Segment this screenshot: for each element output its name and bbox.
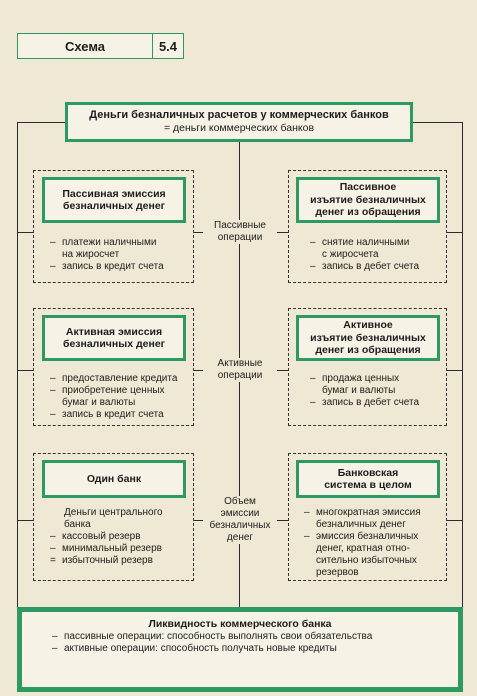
liquidity-box: Ликвидность коммерческого банка пассивны…: [17, 607, 463, 692]
right-vertical-line: [462, 122, 464, 608]
side-connector: [17, 520, 33, 522]
side-connector: [17, 370, 33, 372]
active-emission-heading-box: Активная эмиссия безналичных денег: [42, 315, 186, 361]
left-vertical-line: [17, 122, 19, 608]
top-connector-horizontal: [17, 122, 65, 124]
active-emission-list: предоставление кредита приобретение ценн…: [50, 373, 177, 421]
main-title: Деньги безналичных расчетов у коммерческ…: [89, 109, 389, 121]
list-item: избыточный резерв: [50, 555, 163, 567]
list-item: запись в кредит счета: [50, 409, 177, 421]
scheme-label: Схема 5.4: [17, 33, 184, 59]
side-connector: [447, 370, 463, 372]
list-item: кассовый резерв: [50, 531, 163, 543]
liquidity-item: активные операции: способность получать …: [52, 643, 428, 655]
list-item: запись в кредит счета: [50, 261, 164, 273]
list-item: запись в дебет счета: [310, 397, 419, 409]
scheme-number: 5.4: [158, 38, 178, 54]
passive-emission-heading-box: Пассивная эмиссия безналичных денег: [42, 177, 186, 223]
list-item: запись в дебет счета: [310, 261, 419, 273]
heading-line: безналичных денег: [62, 200, 166, 212]
single-bank-heading-box: Один банк: [42, 460, 186, 498]
top-connector-horizontal: [413, 122, 463, 124]
main-subtitle: = деньги коммерческих банков: [163, 122, 315, 134]
list-item: минимальный резерв: [50, 543, 163, 555]
main-title-box: Деньги безналичных расчетов у коммерческ…: [65, 102, 413, 142]
heading-line: Пассивная эмиссия: [62, 187, 166, 200]
side-connector: [447, 520, 463, 522]
liquidity-item: пассивные операции: способность выполнят…: [52, 631, 428, 643]
liquidity-title: Ликвидность коммерческого банка: [148, 618, 332, 630]
passive-withdrawal-heading-box: Пассивное изъятие безналичных денег из о…: [296, 177, 440, 223]
scheme-label-text: Схема: [18, 34, 153, 58]
side-connector: [17, 232, 33, 234]
list-item: предоставление кредита: [50, 373, 177, 385]
active-withdrawal-heading-box: Активное изъятие безналичных денег из об…: [296, 315, 440, 361]
banking-system-heading-box: Банковская система в целом: [296, 460, 440, 498]
side-connector: [447, 232, 463, 234]
